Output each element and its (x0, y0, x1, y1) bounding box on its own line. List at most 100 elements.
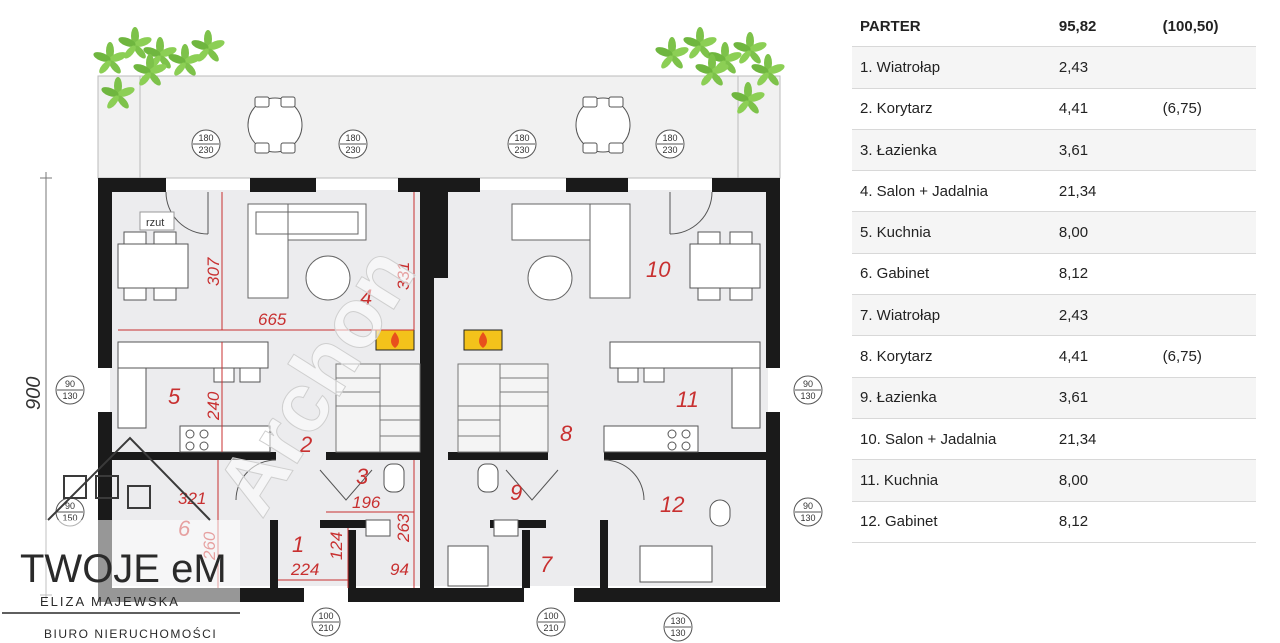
sofa-left (247, 203, 367, 299)
room-number-9: 9 (510, 480, 522, 505)
svg-text:90: 90 (803, 501, 813, 511)
table-cell (1154, 459, 1256, 502)
table-cell: 8,12 (1050, 253, 1155, 296)
dim-331: 331 (394, 262, 413, 290)
svg-text:180: 180 (198, 133, 213, 143)
svg-text:180: 180 (345, 133, 360, 143)
dim-665: 665 (258, 310, 287, 329)
svg-text:130: 130 (800, 513, 815, 523)
svg-text:230: 230 (514, 145, 529, 155)
table-cell: 8. Korytarz (852, 335, 1051, 378)
stairs-left (335, 363, 421, 453)
table-cell (1154, 501, 1256, 543)
svg-text:90: 90 (803, 379, 813, 389)
svg-text:130: 130 (670, 616, 685, 626)
svg-text:90: 90 (65, 501, 75, 511)
svg-text:130: 130 (62, 391, 77, 401)
table-cell (1154, 253, 1256, 296)
table-header-row: PARTER 95,82 (100,50) (852, 6, 1256, 48)
table-cell (1154, 170, 1256, 213)
table-cell: 1. Wiatrołap (852, 46, 1051, 89)
svg-text:90: 90 (65, 379, 75, 389)
table-cell: 8,12 (1050, 501, 1155, 543)
table-cell: (100,50) (1154, 6, 1256, 48)
svg-text:100: 100 (318, 611, 333, 621)
table-cell: 9. Łazienka (852, 377, 1051, 419)
kitchen-left (117, 341, 271, 453)
table-cell (1154, 129, 1256, 172)
terrace-table-right (575, 96, 631, 154)
svg-text:230: 230 (662, 145, 677, 155)
table-cell: 4,41 (1050, 88, 1155, 130)
rzut-label: rzut (146, 217, 164, 229)
dim-900: 900 (23, 377, 45, 410)
stairs-right (457, 363, 549, 453)
room-number-1: 1 (292, 532, 304, 557)
svg-text:230: 230 (345, 145, 360, 155)
svg-text:180: 180 (514, 133, 529, 143)
table-cell (1154, 377, 1256, 419)
table-cell (1154, 46, 1256, 89)
dim-307: 307 (204, 257, 223, 286)
room-number-11: 11 (676, 387, 699, 412)
dim-124: 124 (327, 532, 346, 560)
room-number-3: 3 (356, 464, 369, 489)
dim-224: 224 (290, 560, 319, 579)
svg-text:210: 210 (543, 623, 558, 633)
logo-subtitle: ELIZA MAJEWSKA (40, 594, 180, 609)
room-number-10: 10 (646, 257, 671, 282)
table-cell: 7. Wiatrołap (852, 294, 1051, 337)
table-cell: 95,82 (1050, 6, 1155, 48)
dining-table-right (689, 231, 761, 301)
terrace (97, 75, 781, 179)
table-cell: 21,34 (1050, 418, 1155, 461)
room-number-4: 4 (360, 285, 372, 310)
table-cell: 11. Kuchnia (852, 459, 1051, 502)
fireplace-icon (375, 329, 503, 351)
dim-94: 94 (390, 560, 409, 579)
table-cell: 3,61 (1050, 377, 1155, 419)
svg-text:130: 130 (800, 391, 815, 401)
table-cell: 2. Korytarz (852, 88, 1051, 130)
table-cell: 6. Gabinet (852, 253, 1051, 296)
dim-196: 196 (352, 493, 381, 512)
terrace-table-left (247, 96, 303, 154)
dining-table-left (117, 231, 189, 301)
table-cell: 3,61 (1050, 129, 1155, 172)
table-cell (1154, 294, 1256, 337)
house-icon (47, 436, 211, 521)
room-number-7: 7 (540, 552, 553, 577)
dim-263: 263 (394, 513, 413, 543)
table-cell (1154, 211, 1256, 254)
table-cell: 5. Kuchnia (852, 211, 1051, 254)
svg-text:130: 130 (670, 628, 685, 638)
table-cell (1154, 418, 1256, 461)
svg-text:180: 180 (662, 133, 677, 143)
table-cell: 10. Salon + Jadalnia (852, 418, 1051, 461)
table-cell: 12. Gabinet (852, 501, 1051, 543)
table-cell: 8,00 (1050, 211, 1155, 254)
table-cell: PARTER (852, 6, 1051, 48)
table-cell: 2,43 (1050, 294, 1155, 337)
